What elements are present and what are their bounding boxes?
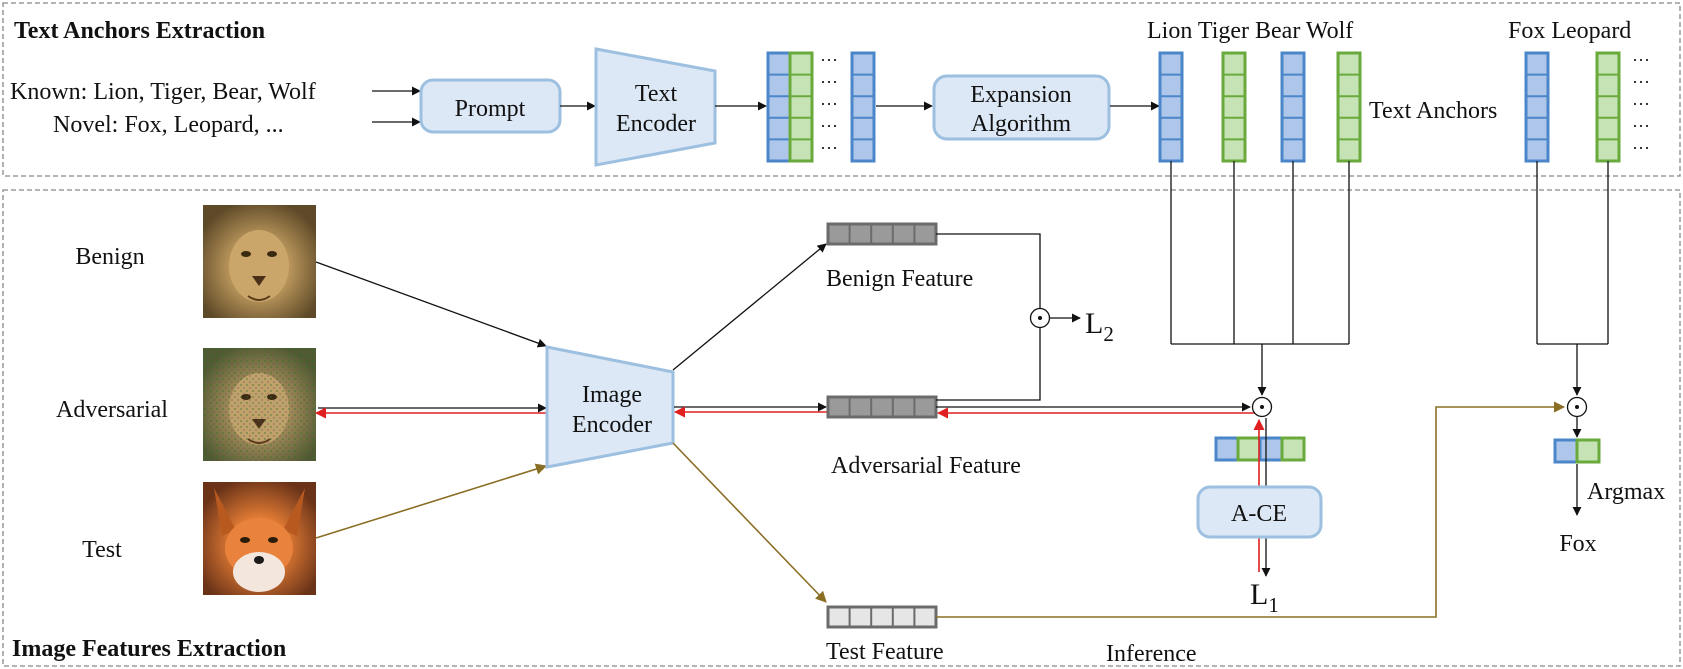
known-text-anchors	[1158, 51, 1362, 163]
bottom-section-title: Image Features Extraction	[12, 636, 286, 662]
encoder-to-test-feature-arrow	[672, 442, 827, 603]
adversarial-to-l2-connector	[936, 327, 1041, 401]
novel-dots-4: ···	[1632, 116, 1650, 136]
inference-dot-op-center	[1575, 405, 1579, 409]
known-anchor-labels: Lion Tiger Bear Wolf	[1147, 18, 1353, 44]
novel-dots-1: ···	[1632, 50, 1650, 70]
image-encoder-label-2: Encoder	[572, 412, 652, 438]
test-fox-image	[203, 482, 316, 595]
raw-text-embeddings: ··· ··· ··· ··· ···	[766, 50, 876, 163]
benign-lion-image	[203, 205, 316, 318]
inference-label: Inference	[1106, 641, 1197, 667]
expansion-label-2: Algorithm	[971, 111, 1071, 137]
image-features-section	[2, 189, 1681, 667]
embed-dots-5: ···	[820, 138, 838, 158]
known-classes-label: Known: Lion, Tiger, Bear, Wolf	[10, 79, 316, 105]
adversarial-feature-label: Adversarial Feature	[831, 453, 1021, 479]
anchor-fox	[1524, 51, 1550, 163]
embed-dots-2: ···	[820, 72, 838, 92]
embed-dots-1: ···	[820, 50, 838, 70]
novel-anchor-connectors	[1536, 161, 1609, 396]
embed-col-green-1	[788, 51, 814, 163]
text-encoder-label-2: Encoder	[616, 111, 696, 137]
known-anchor-connectors	[1170, 161, 1350, 396]
benign-feature-vector	[826, 222, 938, 246]
anchor-tiger	[1221, 51, 1247, 163]
test-to-encoder-arrow	[315, 463, 548, 539]
l2-loss-label: L2	[1085, 307, 1114, 346]
ace-label: A-CE	[1231, 501, 1287, 527]
novel-dots-3: ···	[1632, 94, 1650, 114]
embed-col-blue-2	[850, 51, 876, 163]
argmax-label: Argmax	[1587, 479, 1665, 505]
benign-to-l2-connector	[936, 233, 1041, 308]
novel-dots-5: ···	[1632, 138, 1650, 158]
anchor-leopard	[1595, 51, 1621, 163]
test-feature-vector	[826, 605, 938, 629]
adversarial-lion-image	[203, 348, 316, 461]
prompt-label: Prompt	[455, 96, 526, 122]
anchor-lion	[1158, 51, 1184, 163]
top-section-title: Text Anchors Extraction	[14, 18, 265, 44]
novel-dots-2: ···	[1632, 72, 1650, 92]
l1-loss-label: L1	[1250, 578, 1279, 617]
expansion-algorithm-block	[932, 74, 1111, 141]
anchor-bear	[1280, 51, 1306, 163]
l2-dot-op-center	[1038, 316, 1042, 320]
embed-col-blue-1	[766, 51, 792, 163]
fox-prediction-label: Fox	[1559, 531, 1596, 557]
adversarial-row-label: Adversarial	[56, 397, 168, 423]
benign-row-label: Benign	[75, 244, 144, 270]
image-encoder-label-1: Image	[582, 382, 642, 408]
novel-text-anchors: ··· ··· ··· ··· ···	[1524, 50, 1650, 163]
test-feature-label: Test Feature	[826, 639, 944, 665]
benign-to-encoder-arrow	[315, 261, 547, 348]
embed-dots-4: ···	[820, 116, 838, 136]
inference-path	[936, 401, 1566, 618]
novel-classes-label: Novel: Fox, Leopard, ...	[53, 112, 284, 138]
inference-logits	[1553, 438, 1601, 464]
ace-block	[1196, 485, 1323, 539]
text-encoder-label-1: Text	[635, 81, 678, 107]
encoder-to-benign-feature-arrow	[672, 243, 827, 371]
embed-dots-3: ···	[820, 94, 838, 114]
anchor-wolf	[1336, 51, 1362, 163]
test-row-label: Test	[82, 537, 122, 563]
text-encoder-block	[594, 47, 717, 167]
text-anchors-section	[2, 2, 1681, 177]
adversarial-logits	[1214, 436, 1306, 462]
text-anchors-caption: Text Anchors	[1369, 98, 1497, 124]
benign-feature-label: Benign Feature	[826, 266, 973, 292]
adversarial-feature-vector	[826, 395, 938, 419]
ace-dot-op-center	[1260, 405, 1264, 409]
expansion-label-1: Expansion	[970, 82, 1071, 108]
novel-anchor-labels: Fox Leopard	[1508, 18, 1631, 44]
